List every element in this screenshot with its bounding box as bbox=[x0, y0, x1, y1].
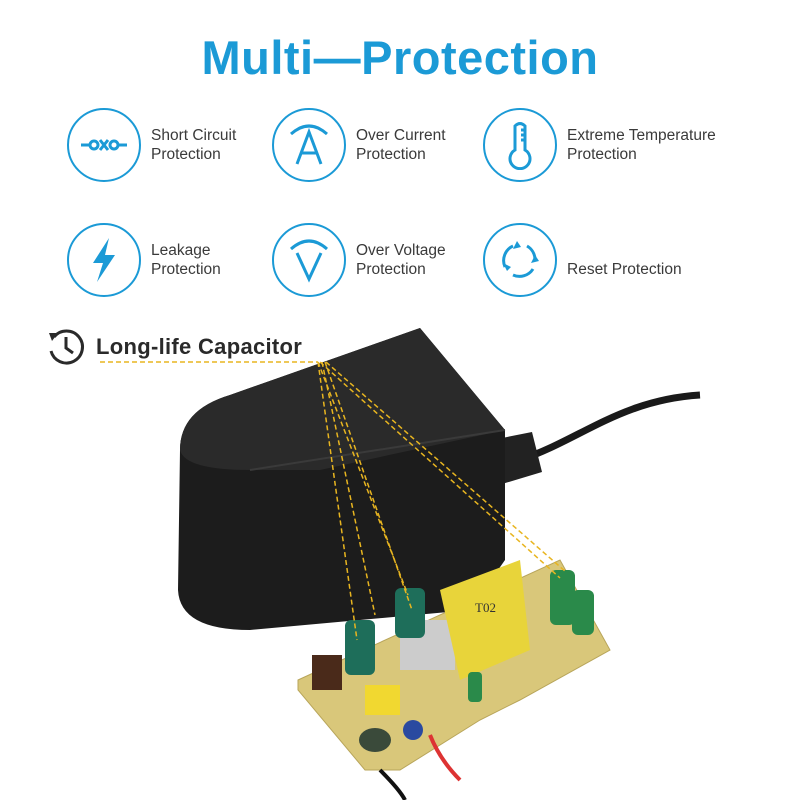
power-cable bbox=[518, 391, 701, 464]
feature-label: Protection bbox=[356, 146, 426, 163]
callout-lines bbox=[100, 361, 567, 641]
feature-label: Over Current bbox=[356, 127, 446, 144]
transformer-label: T02 bbox=[475, 600, 496, 615]
inductor bbox=[312, 655, 342, 690]
short-circuit-icon bbox=[67, 108, 141, 182]
capacitor-label: Long-life Capacitor bbox=[96, 334, 303, 359]
thermometer-icon bbox=[483, 108, 557, 182]
feature-reset: Reset Protection bbox=[483, 223, 682, 297]
feature-label: Over Voltage bbox=[356, 242, 446, 259]
over-voltage-icon bbox=[272, 223, 346, 297]
reset-icon bbox=[483, 223, 557, 297]
adapter-body bbox=[178, 328, 506, 630]
feature-label: Protection bbox=[151, 146, 221, 163]
capacitor bbox=[550, 570, 575, 625]
transformer bbox=[440, 560, 530, 680]
over-current-icon bbox=[272, 108, 346, 182]
feature-label: Short Circuit bbox=[151, 127, 237, 144]
yellow-capacitor bbox=[365, 685, 400, 715]
capacitor bbox=[345, 620, 375, 675]
feature-label: Leakage bbox=[151, 242, 211, 259]
feature-label: Reset Protection bbox=[567, 260, 682, 278]
page-title: Multi—Protection bbox=[201, 31, 599, 84]
feature-label: Protection bbox=[151, 261, 221, 278]
lightning-icon bbox=[67, 223, 141, 297]
capacitor bbox=[572, 590, 594, 635]
capacitor bbox=[395, 588, 425, 638]
feature-label: Extreme Temperature bbox=[567, 127, 716, 144]
circuit-board: T02 bbox=[297, 559, 611, 800]
feature-label: Protection bbox=[567, 146, 637, 163]
long-life-capacitor-callout: Long-life Capacitor bbox=[46, 327, 302, 367]
clock-icon bbox=[49, 329, 84, 365]
feature-label: Protection bbox=[356, 261, 426, 278]
